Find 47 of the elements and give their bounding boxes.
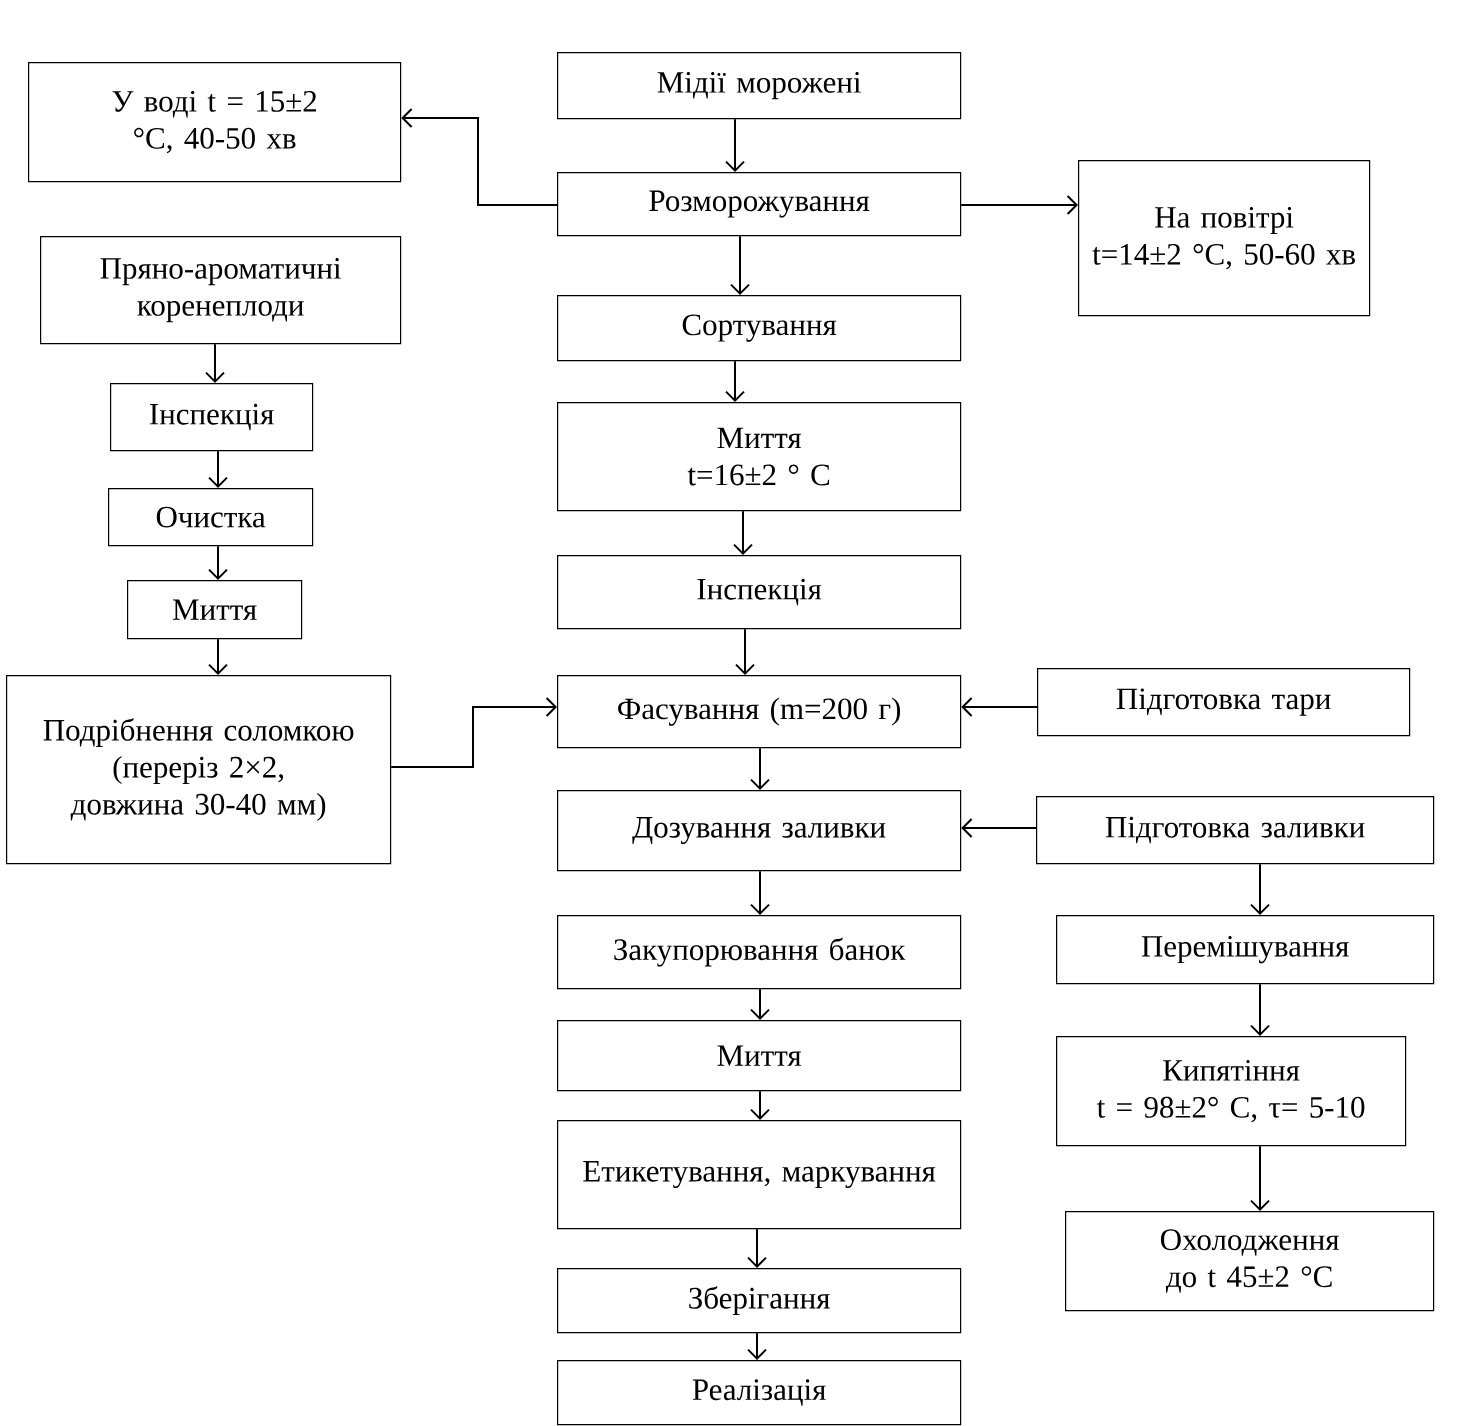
arrow [730, 235, 750, 295]
process-box: Зберігання [557, 1268, 962, 1334]
arrow [205, 343, 225, 383]
process-box: Розморожування [557, 172, 962, 237]
process-box: Фасування (m=200 г) [557, 675, 962, 749]
process-box: Пряно-ароматичні коренеплоди [40, 236, 402, 345]
process-box: Дозування заливки [557, 790, 962, 872]
process-box: Кипятіння t = 98±2° С, τ= 5-10 [1056, 1036, 1407, 1147]
process-box: Миття t=16±2 ° С [557, 402, 962, 512]
process-box: Етикетування, маркування [557, 1120, 962, 1230]
arrow [1250, 1145, 1270, 1211]
arrow [208, 450, 228, 488]
arrow [401, 108, 558, 206]
arrow [750, 1090, 770, 1120]
process-box: Мідії морожені [557, 52, 962, 120]
process-box: Перемішування [1056, 915, 1435, 985]
arrow [733, 510, 753, 555]
arrow [208, 545, 228, 580]
process-box: На повітрі t=14±2 °С, 50-60 хв [1078, 160, 1371, 317]
arrow [1250, 983, 1270, 1036]
process-box: Очистка [108, 488, 314, 547]
process-box: У воді t = 15±2 °С, 40-50 хв [28, 62, 402, 183]
arrow [725, 360, 745, 402]
arrow [961, 697, 1038, 717]
process-box: Закупорювання банок [557, 915, 962, 990]
process-box: Підготовка заливки [1036, 796, 1435, 865]
process-box: Реалізація [557, 1360, 962, 1426]
process-box: Підготовка тари [1037, 668, 1411, 737]
arrow [208, 638, 228, 675]
process-box: Охолодження до t 45±2 °С [1065, 1211, 1435, 1312]
arrow [735, 628, 755, 675]
arrow [725, 118, 745, 172]
process-box: Сортування [557, 295, 962, 362]
arrow [960, 195, 1078, 215]
process-box: Подрібнення соломкою (переріз 2×2, довжина 30-40 мм) [6, 675, 392, 865]
arrow [747, 1332, 767, 1360]
arrow [750, 747, 770, 790]
arrow [961, 818, 1037, 838]
arrow [750, 870, 770, 915]
arrow [390, 697, 557, 768]
process-box: Миття [127, 580, 303, 640]
process-box: Миття [557, 1020, 962, 1092]
arrow [750, 988, 770, 1020]
process-box: Інспекція [557, 555, 962, 630]
arrow [1250, 863, 1270, 915]
process-box: Інспекція [110, 383, 314, 452]
arrow [747, 1228, 767, 1268]
